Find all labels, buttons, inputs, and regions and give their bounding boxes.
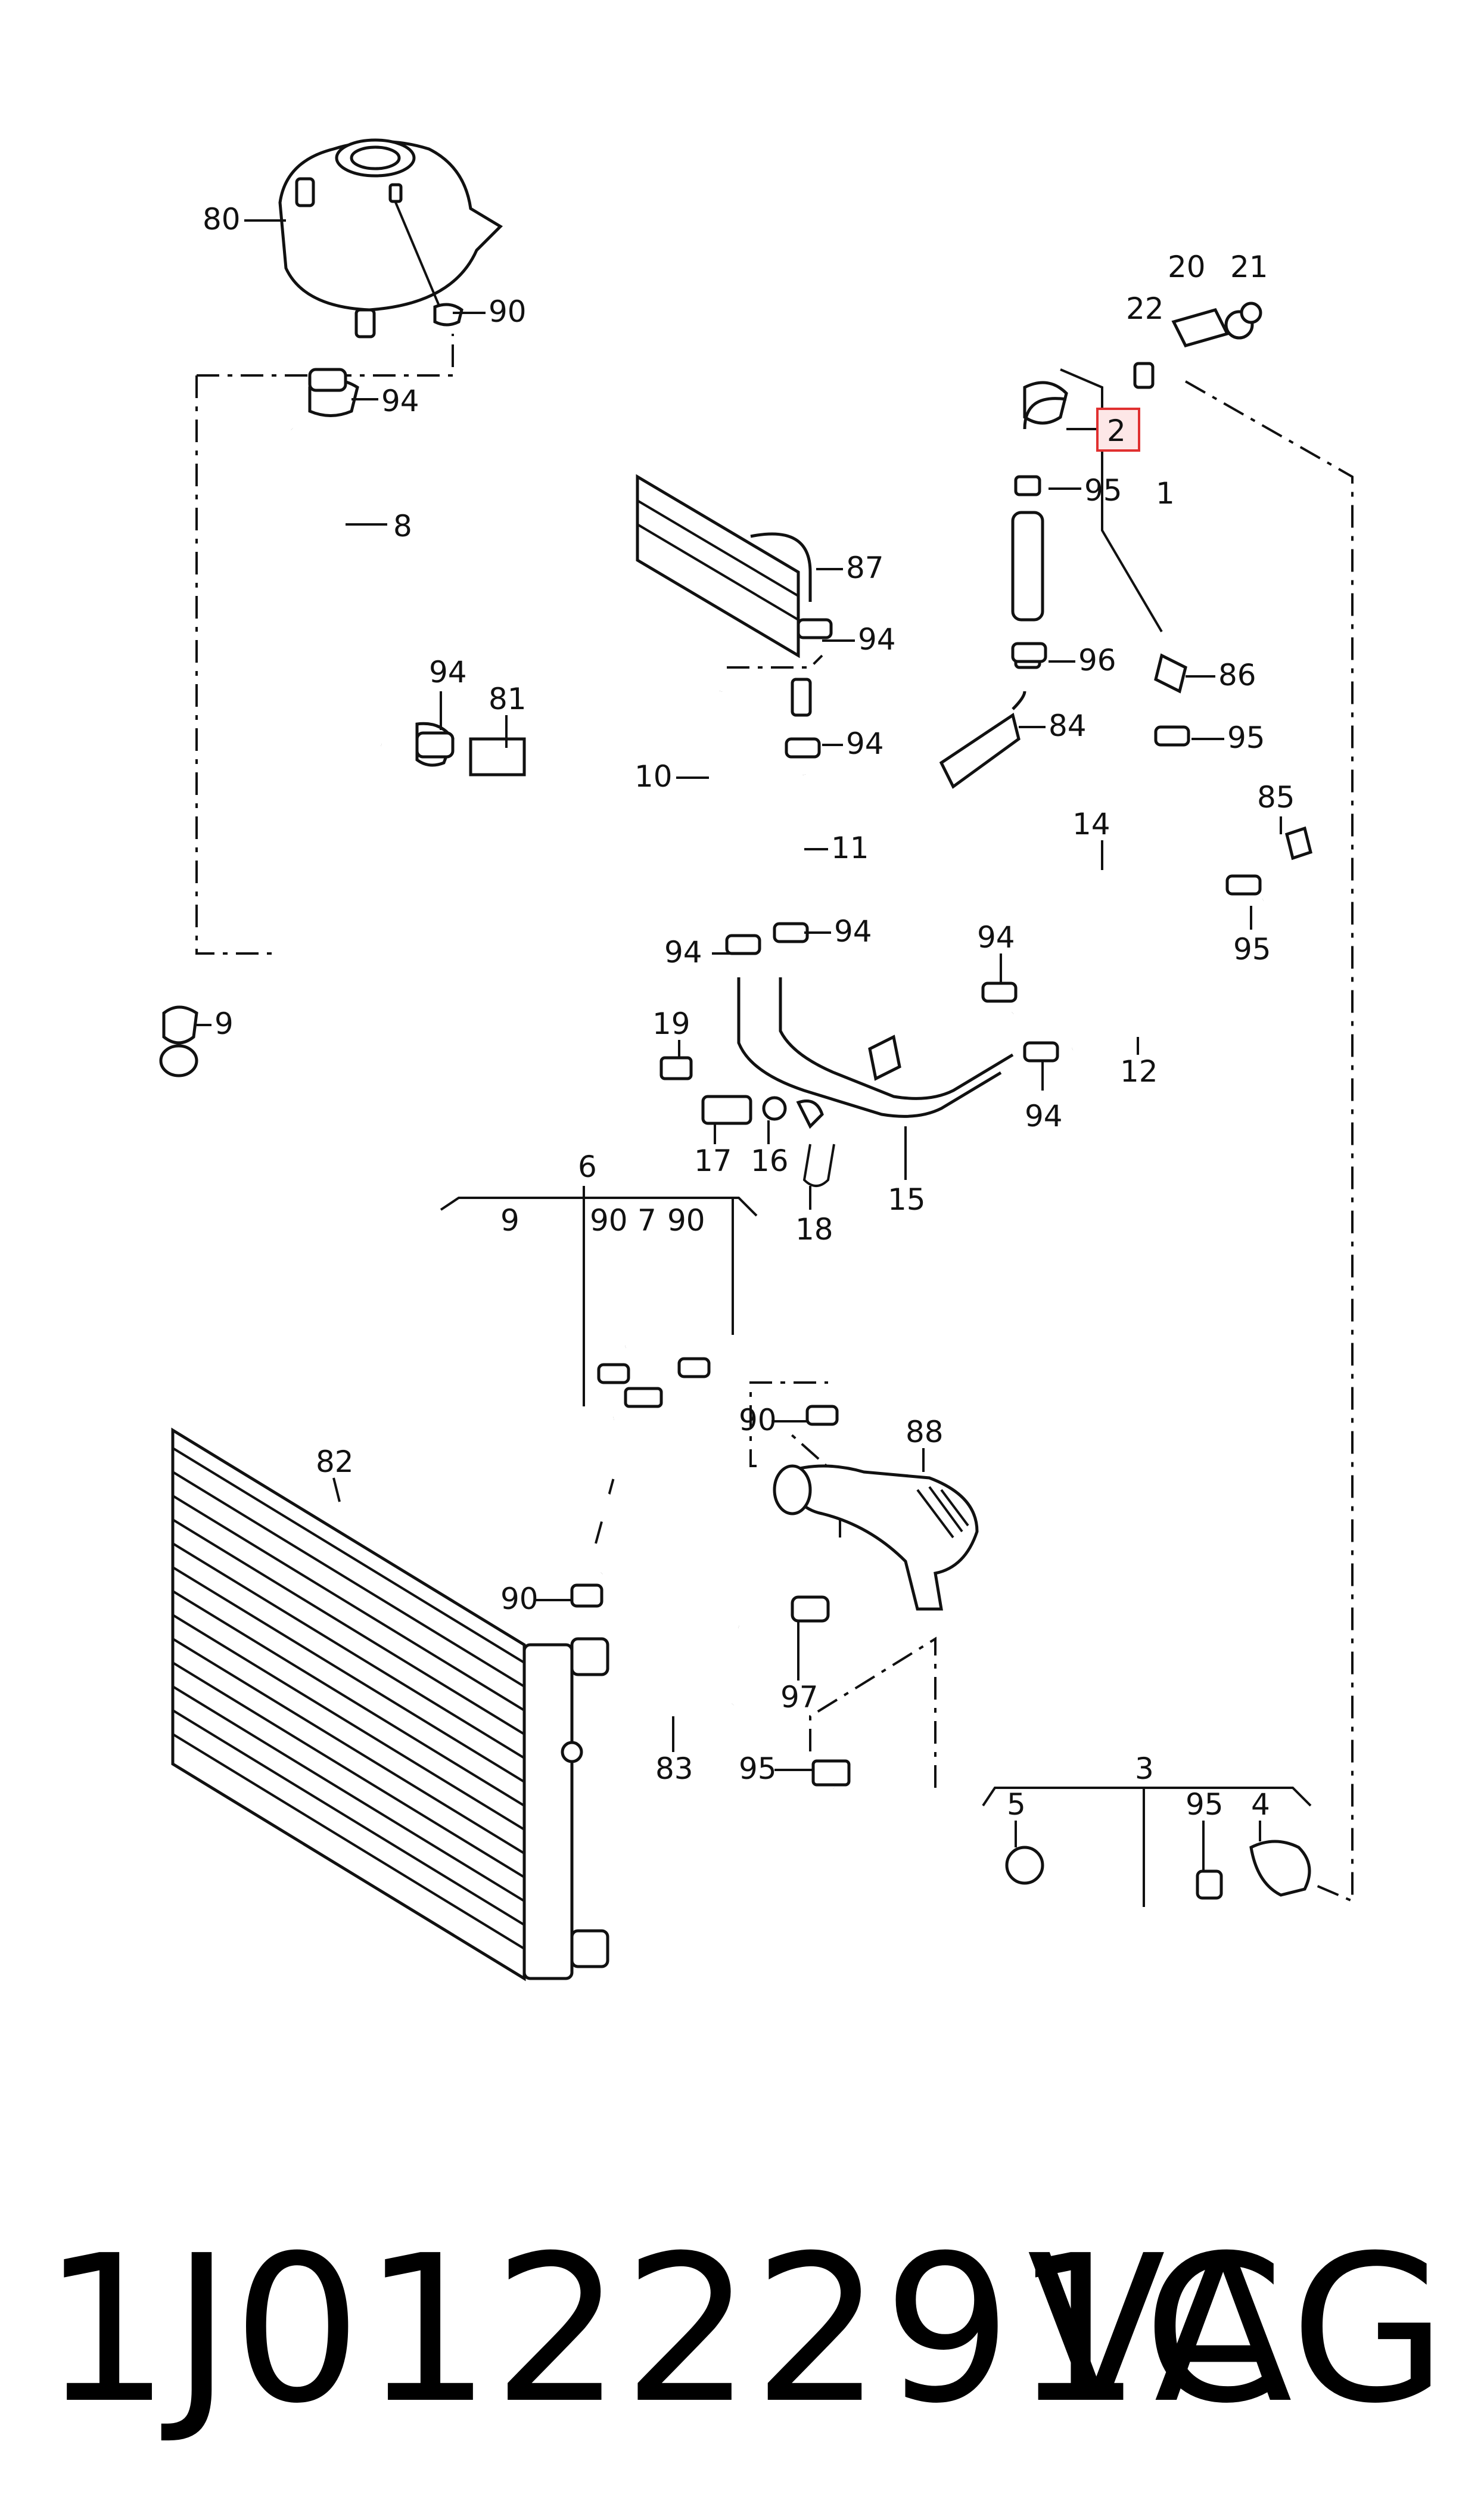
callout-90: 90: [667, 1203, 705, 1238]
hose-84: [939, 691, 1026, 789]
coolant-system-exploded-diagram: 80 90 94 8 94 81 87 94 94 10 11 94 94 20…: [159, 138, 1354, 1981]
callout-94: 94: [1025, 1099, 1063, 1133]
callout-95: 95: [1084, 473, 1122, 508]
callout-85: 85: [1257, 780, 1295, 815]
leader-lines: [197, 219, 1282, 1871]
callout-81: 81: [489, 682, 527, 716]
callout-12: 12: [1120, 1054, 1158, 1089]
hose-9: [159, 948, 628, 1361]
callout-9: 9: [214, 1007, 234, 1041]
callout-94: 94: [846, 726, 884, 761]
callout-90: 90: [590, 1203, 628, 1238]
callout-21: 21: [1230, 250, 1268, 284]
callout-84: 84: [1049, 709, 1087, 743]
callout-labels: 80 90 94 8 94 81 87 94 94 10 11 94 94 20…: [203, 202, 1295, 1822]
callout-90: 90: [500, 1582, 539, 1616]
callout-7: 7: [637, 1203, 657, 1238]
callout-97: 97: [780, 1680, 819, 1714]
callout-86: 86: [1218, 658, 1256, 692]
callout-20: 20: [1168, 250, 1206, 284]
callout-14: 14: [1072, 807, 1110, 841]
callout-94: 94: [664, 935, 702, 970]
expansion-tank: [278, 138, 503, 338]
callout-83: 83: [655, 1751, 693, 1786]
callout-9: 9: [500, 1203, 519, 1238]
radiator: [171, 1427, 609, 1981]
callout-6: 6: [578, 1150, 597, 1184]
part-number: 1J0122291C: [42, 2212, 1286, 2448]
hose-11: [771, 678, 814, 927]
highlight-box: [1096, 408, 1140, 452]
callout-16: 16: [751, 1144, 789, 1178]
callout-88: 88: [906, 1415, 944, 1449]
callout-95: 95: [1233, 932, 1271, 967]
callout-18: 18: [795, 1212, 833, 1247]
callout-94: 94: [429, 655, 467, 689]
callout-2: 2: [1107, 414, 1126, 448]
hose-83: [647, 1607, 745, 1735]
callout-90: 90: [489, 294, 527, 329]
clamps: [308, 368, 1262, 1900]
shroud-87: [636, 474, 812, 659]
hose-8: [254, 378, 526, 776]
callout-95: 95: [1227, 720, 1265, 755]
brand-name: VAG: [1027, 2212, 1448, 2448]
group-brackets: [440, 368, 1312, 1907]
sensor-parts: [659, 1056, 835, 1187]
callout-94: 94: [858, 622, 896, 657]
callout-95: 95: [739, 1751, 777, 1786]
callout-17: 17: [694, 1144, 732, 1178]
footer: 1J0122291C VAG: [0, 2205, 1484, 2455]
callout-94: 94: [381, 384, 419, 418]
callout-82: 82: [316, 1445, 354, 1479]
callout-4: 4: [1251, 1787, 1270, 1822]
guide-lines: [195, 334, 1354, 1903]
callout-94: 94: [834, 914, 872, 949]
pipe-15: [737, 977, 1014, 1118]
callout-8: 8: [393, 509, 412, 543]
callout-19: 19: [652, 1007, 690, 1041]
flange-88: [773, 1464, 979, 1611]
callout-22: 22: [1126, 291, 1164, 326]
hose-1: [1011, 302, 1262, 669]
callout-87: 87: [846, 551, 884, 585]
callout-96: 96: [1078, 643, 1116, 678]
callout-3: 3: [1135, 1751, 1154, 1786]
callout-90: 90: [739, 1403, 777, 1437]
callout-80: 80: [203, 202, 241, 237]
callout-5: 5: [1007, 1787, 1026, 1822]
callout-95: 95: [1186, 1787, 1224, 1822]
hose-3: [811, 1759, 1311, 1940]
callout-1: 1: [1156, 476, 1175, 511]
hose-7: [558, 1328, 798, 1582]
callout-15: 15: [888, 1182, 926, 1217]
callout-11: 11: [831, 831, 869, 865]
callout-94: 94: [977, 920, 1015, 955]
hose-12: [1068, 826, 1312, 1057]
hose-14: [1006, 653, 1187, 1020]
callout-10: 10: [634, 759, 673, 794]
hose-10: [708, 689, 752, 944]
